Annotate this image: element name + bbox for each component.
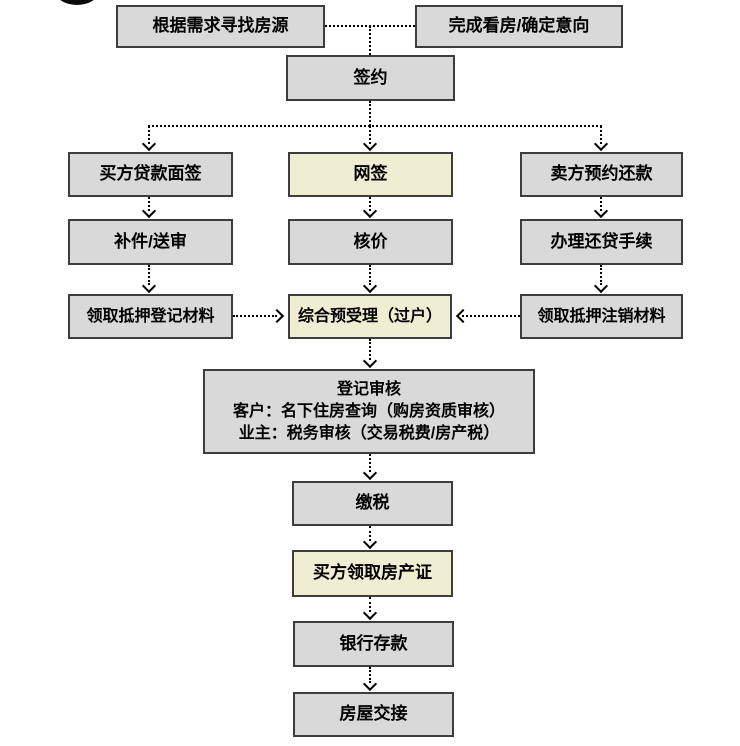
node-mortgage-cancel-materials: 领取抵押注销材料 <box>520 294 683 339</box>
node-pay-tax: 缴税 <box>292 481 453 526</box>
connector-price-to-preacceptance <box>369 265 371 285</box>
connector-preacceptance-to-review <box>369 339 371 360</box>
connector-bank-to-handover <box>369 667 371 683</box>
node-buyer-get-deed: 买方领取房产证 <box>292 550 453 597</box>
arrowhead-left-to-preacceptance <box>455 308 471 324</box>
node-bank-deposit-label: 银行存款 <box>339 633 408 653</box>
node-pre-acceptance-transfer: 综合预受理（过户） <box>288 294 452 339</box>
node-online-sign: 网签 <box>288 152 453 197</box>
connector-buyerloan-to-supplement <box>148 197 150 211</box>
node-bank-deposit: 银行存款 <box>293 621 454 667</box>
arrowhead-to-bank <box>362 605 378 621</box>
node-house-handover: 房屋交接 <box>293 692 454 737</box>
node-registration-review-line1: 登记审核 <box>336 380 401 398</box>
connector-supplement-to-regmaterials <box>148 265 150 285</box>
arrowhead-to-online-sign <box>362 136 378 152</box>
node-confirm-intent: 完成看房/确定意向 <box>415 5 623 48</box>
node-supplement-review: 补件/送审 <box>68 219 233 265</box>
node-seller-repay-appointment: 卖方预约还款 <box>520 152 683 197</box>
arrowhead-to-tax <box>362 465 378 481</box>
node-pay-tax-label: 缴税 <box>355 493 390 513</box>
connector-sellerrepay-to-procedure <box>600 197 602 211</box>
connector-top-to-sign <box>369 26 371 55</box>
node-pre-acceptance-transfer-label: 综合预受理（过户） <box>297 307 442 325</box>
arrowhead-to-buyer-loan <box>141 136 157 152</box>
connector-review-to-tax <box>369 454 371 472</box>
arrowhead-to-cancelmaterials <box>593 278 609 294</box>
node-online-sign-label: 网签 <box>353 164 388 184</box>
node-loan-repay-procedure-label: 办理还贷手续 <box>550 231 653 251</box>
arrowhead-to-regmaterials <box>141 278 157 294</box>
node-buyer-get-deed-label: 买方领取房产证 <box>313 563 432 583</box>
node-buyer-loan-interview-label: 买方贷款面签 <box>99 164 202 184</box>
node-sign-contract-label: 签约 <box>353 67 388 87</box>
node-find-housing-label: 根据需求寻找房源 <box>152 16 289 36</box>
arrowhead-to-deed <box>362 534 378 550</box>
connector-procedure-to-cancelmaterials <box>600 265 602 285</box>
node-price-verification-label: 核价 <box>353 231 388 251</box>
node-loan-repay-procedure: 办理还贷手续 <box>520 219 683 265</box>
arrowhead-to-procedure <box>593 203 609 219</box>
connector-cancelmaterials-to-preacceptance <box>462 315 520 317</box>
arrowhead-to-price <box>362 203 378 219</box>
black-circle-icon <box>54 0 100 5</box>
node-sign-contract: 签约 <box>286 55 455 101</box>
arrowhead-to-supplement <box>141 203 157 219</box>
node-find-housing: 根据需求寻找房源 <box>116 5 325 48</box>
node-mortgage-reg-materials-label: 领取抵押登记材料 <box>86 307 215 325</box>
node-price-verification: 核价 <box>288 219 453 265</box>
node-seller-repay-appointment-label: 卖方预约还款 <box>550 164 653 184</box>
connector-deed-to-bank <box>369 597 371 612</box>
node-buyer-loan-interview: 买方贷款面签 <box>68 152 233 197</box>
node-registration-review: 登记审核 客户：名下住房查询（购房资质审核） 业主：税务审核（交易税费/房产税） <box>203 369 535 454</box>
node-registration-review-line3: 业主：税务审核（交易税费/房产税） <box>238 424 500 442</box>
node-house-handover-label: 房屋交接 <box>339 704 408 724</box>
arrowhead-to-review <box>362 353 378 369</box>
node-confirm-intent-label: 完成看房/确定意向 <box>448 16 590 36</box>
connector-onlinesign-to-price <box>369 197 371 211</box>
node-mortgage-cancel-materials-label: 领取抵押注销材料 <box>537 307 666 325</box>
node-mortgage-reg-materials: 领取抵押登记材料 <box>68 294 233 339</box>
connector-branch-right-drop <box>600 126 602 144</box>
arrowhead-right-to-preacceptance <box>269 308 285 324</box>
connector-regmaterials-to-preacceptance <box>233 315 277 317</box>
arrowhead-to-preacceptance <box>362 278 378 294</box>
node-registration-review-line2: 客户：名下住房查询（购房资质审核） <box>232 402 505 420</box>
connector-branch-center-drop <box>369 126 371 144</box>
connector-branch-bar <box>148 125 602 127</box>
arrowhead-to-seller-repay <box>593 136 609 152</box>
connector-branch-left-drop <box>148 126 150 144</box>
connector-sign-to-branch <box>369 101 371 126</box>
arrowhead-to-handover <box>362 676 378 692</box>
node-supplement-review-label: 补件/送审 <box>114 231 187 251</box>
connector-tax-to-deed <box>369 526 371 541</box>
